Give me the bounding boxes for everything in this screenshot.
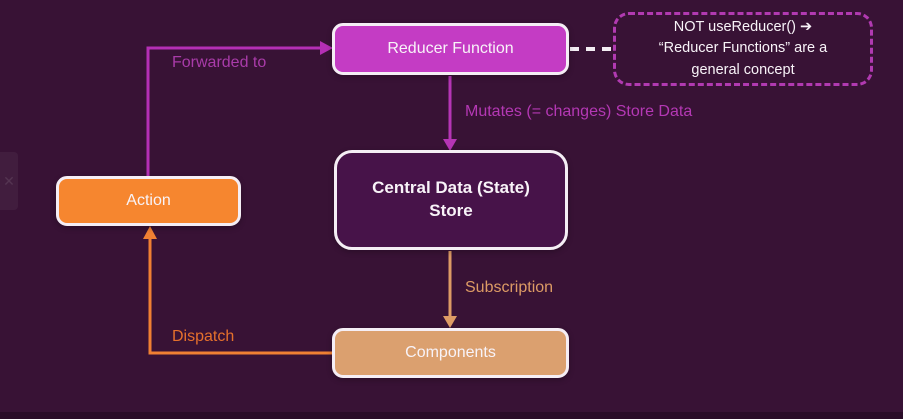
edge-label-forwarded-to: Forwarded to (172, 54, 267, 71)
note-text: NOT useReducer() ➔ “Reducer Functions” a… (658, 19, 828, 78)
note-box: NOT useReducer() ➔ “Reducer Functions” a… (613, 12, 873, 86)
node-action-label: Action (126, 192, 171, 209)
edge-label-mutates: Mutates (= changes) Store Data (465, 103, 693, 120)
edge-subscription-arrowhead-icon (443, 316, 457, 328)
node-components-label: Components (405, 344, 496, 361)
bottom-bar (0, 412, 903, 419)
node-reducer-function-label: Reducer Function (387, 40, 514, 57)
node-central-data-store: Central Data (State) Store (334, 150, 568, 250)
node-components: Components (332, 328, 569, 378)
edge-dispatch-arrowhead-icon (143, 226, 157, 239)
node-action: Action (56, 176, 241, 226)
faint-x-icon: ✕ (3, 172, 15, 189)
edge-nav-overlay: ✕ (0, 152, 18, 210)
node-reducer-function: Reducer Function (332, 23, 569, 75)
node-central-data-store-label: Central Data (State) Store (372, 178, 530, 220)
edge-label-subscription: Subscription (465, 279, 554, 296)
edge-label-dispatch: Dispatch (172, 328, 235, 345)
